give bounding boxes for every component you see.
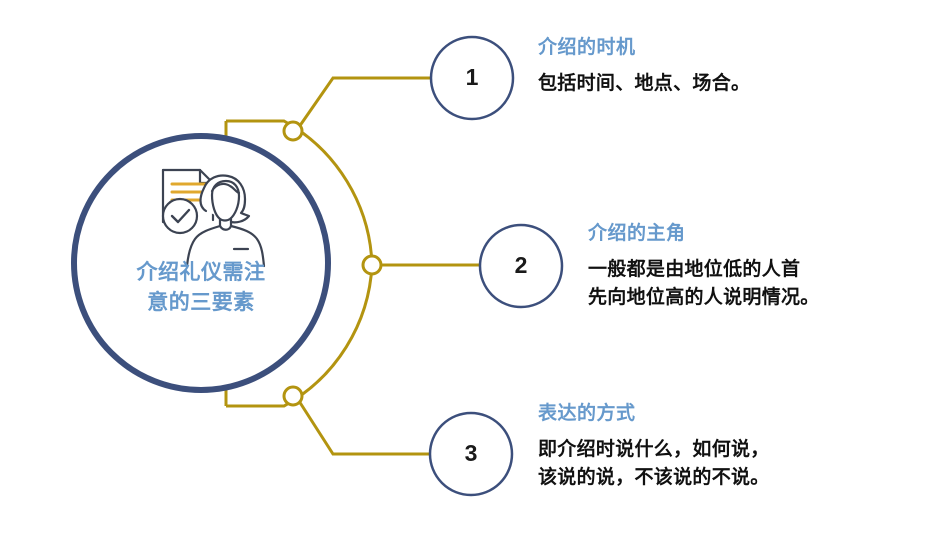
check-mark-icon: [170, 208, 191, 224]
item-title-3: 表达的方式: [538, 403, 636, 424]
item-block-3[interactable]: 表达的方式 即介绍时说什么，如何说， 该说的说，不该说的不说。: [538, 402, 918, 492]
item-title-1: 介绍的时机: [538, 37, 636, 58]
person-torso-left: [185, 224, 222, 268]
arc-node-2[interactable]: [361, 254, 383, 276]
item-body-2-line-2: 先向地位高的人说明情况。: [588, 287, 820, 308]
hub-title: 介绍礼仪需注 意的三要素: [101, 258, 301, 318]
node-number-label-2: 2: [514, 252, 528, 278]
number-circle-3[interactable]: [428, 411, 514, 497]
item-body-2-line-1: 一般都是由地位低的人首: [588, 259, 801, 280]
connector-line-3: [297, 400, 431, 456]
number-circle-1[interactable]: [429, 35, 515, 121]
item-block-2[interactable]: 介绍的主角 一般都是由地位低的人首 先向地位高的人说明情况。: [588, 222, 918, 312]
arc-node-1[interactable]: [282, 120, 304, 142]
hub-title-line-1: 介绍礼仪需注: [136, 261, 266, 284]
item-body-3-line-2: 该说的说，不该说的不说。: [538, 467, 770, 488]
node-number-label-3: 3: [464, 440, 478, 466]
item-body-1-line-1: 包括时间、地点、场合。: [538, 73, 751, 94]
connector-line-1: [297, 76, 432, 128]
arc-node-3[interactable]: [282, 385, 304, 407]
hub-title-line-2: 意的三要素: [147, 291, 255, 314]
person-collar-icon: [218, 224, 233, 231]
item-title-2: 介绍的主角: [588, 223, 686, 244]
node-number-label-1: 1: [465, 64, 479, 90]
number-circle-2[interactable]: [478, 223, 564, 309]
person-torso-right: [229, 224, 266, 268]
document-person-check-icon: [161, 168, 266, 268]
check-badge-circle: [161, 197, 199, 235]
hub-circle[interactable]: [71, 133, 331, 393]
person-fringe-icon: [210, 182, 241, 195]
person-face-icon: [210, 179, 241, 222]
item-body-3-line-1: 即介绍时说什么，如何说，: [538, 439, 770, 460]
item-block-1[interactable]: 介绍的时机 包括时间、地点、场合。: [538, 36, 918, 98]
